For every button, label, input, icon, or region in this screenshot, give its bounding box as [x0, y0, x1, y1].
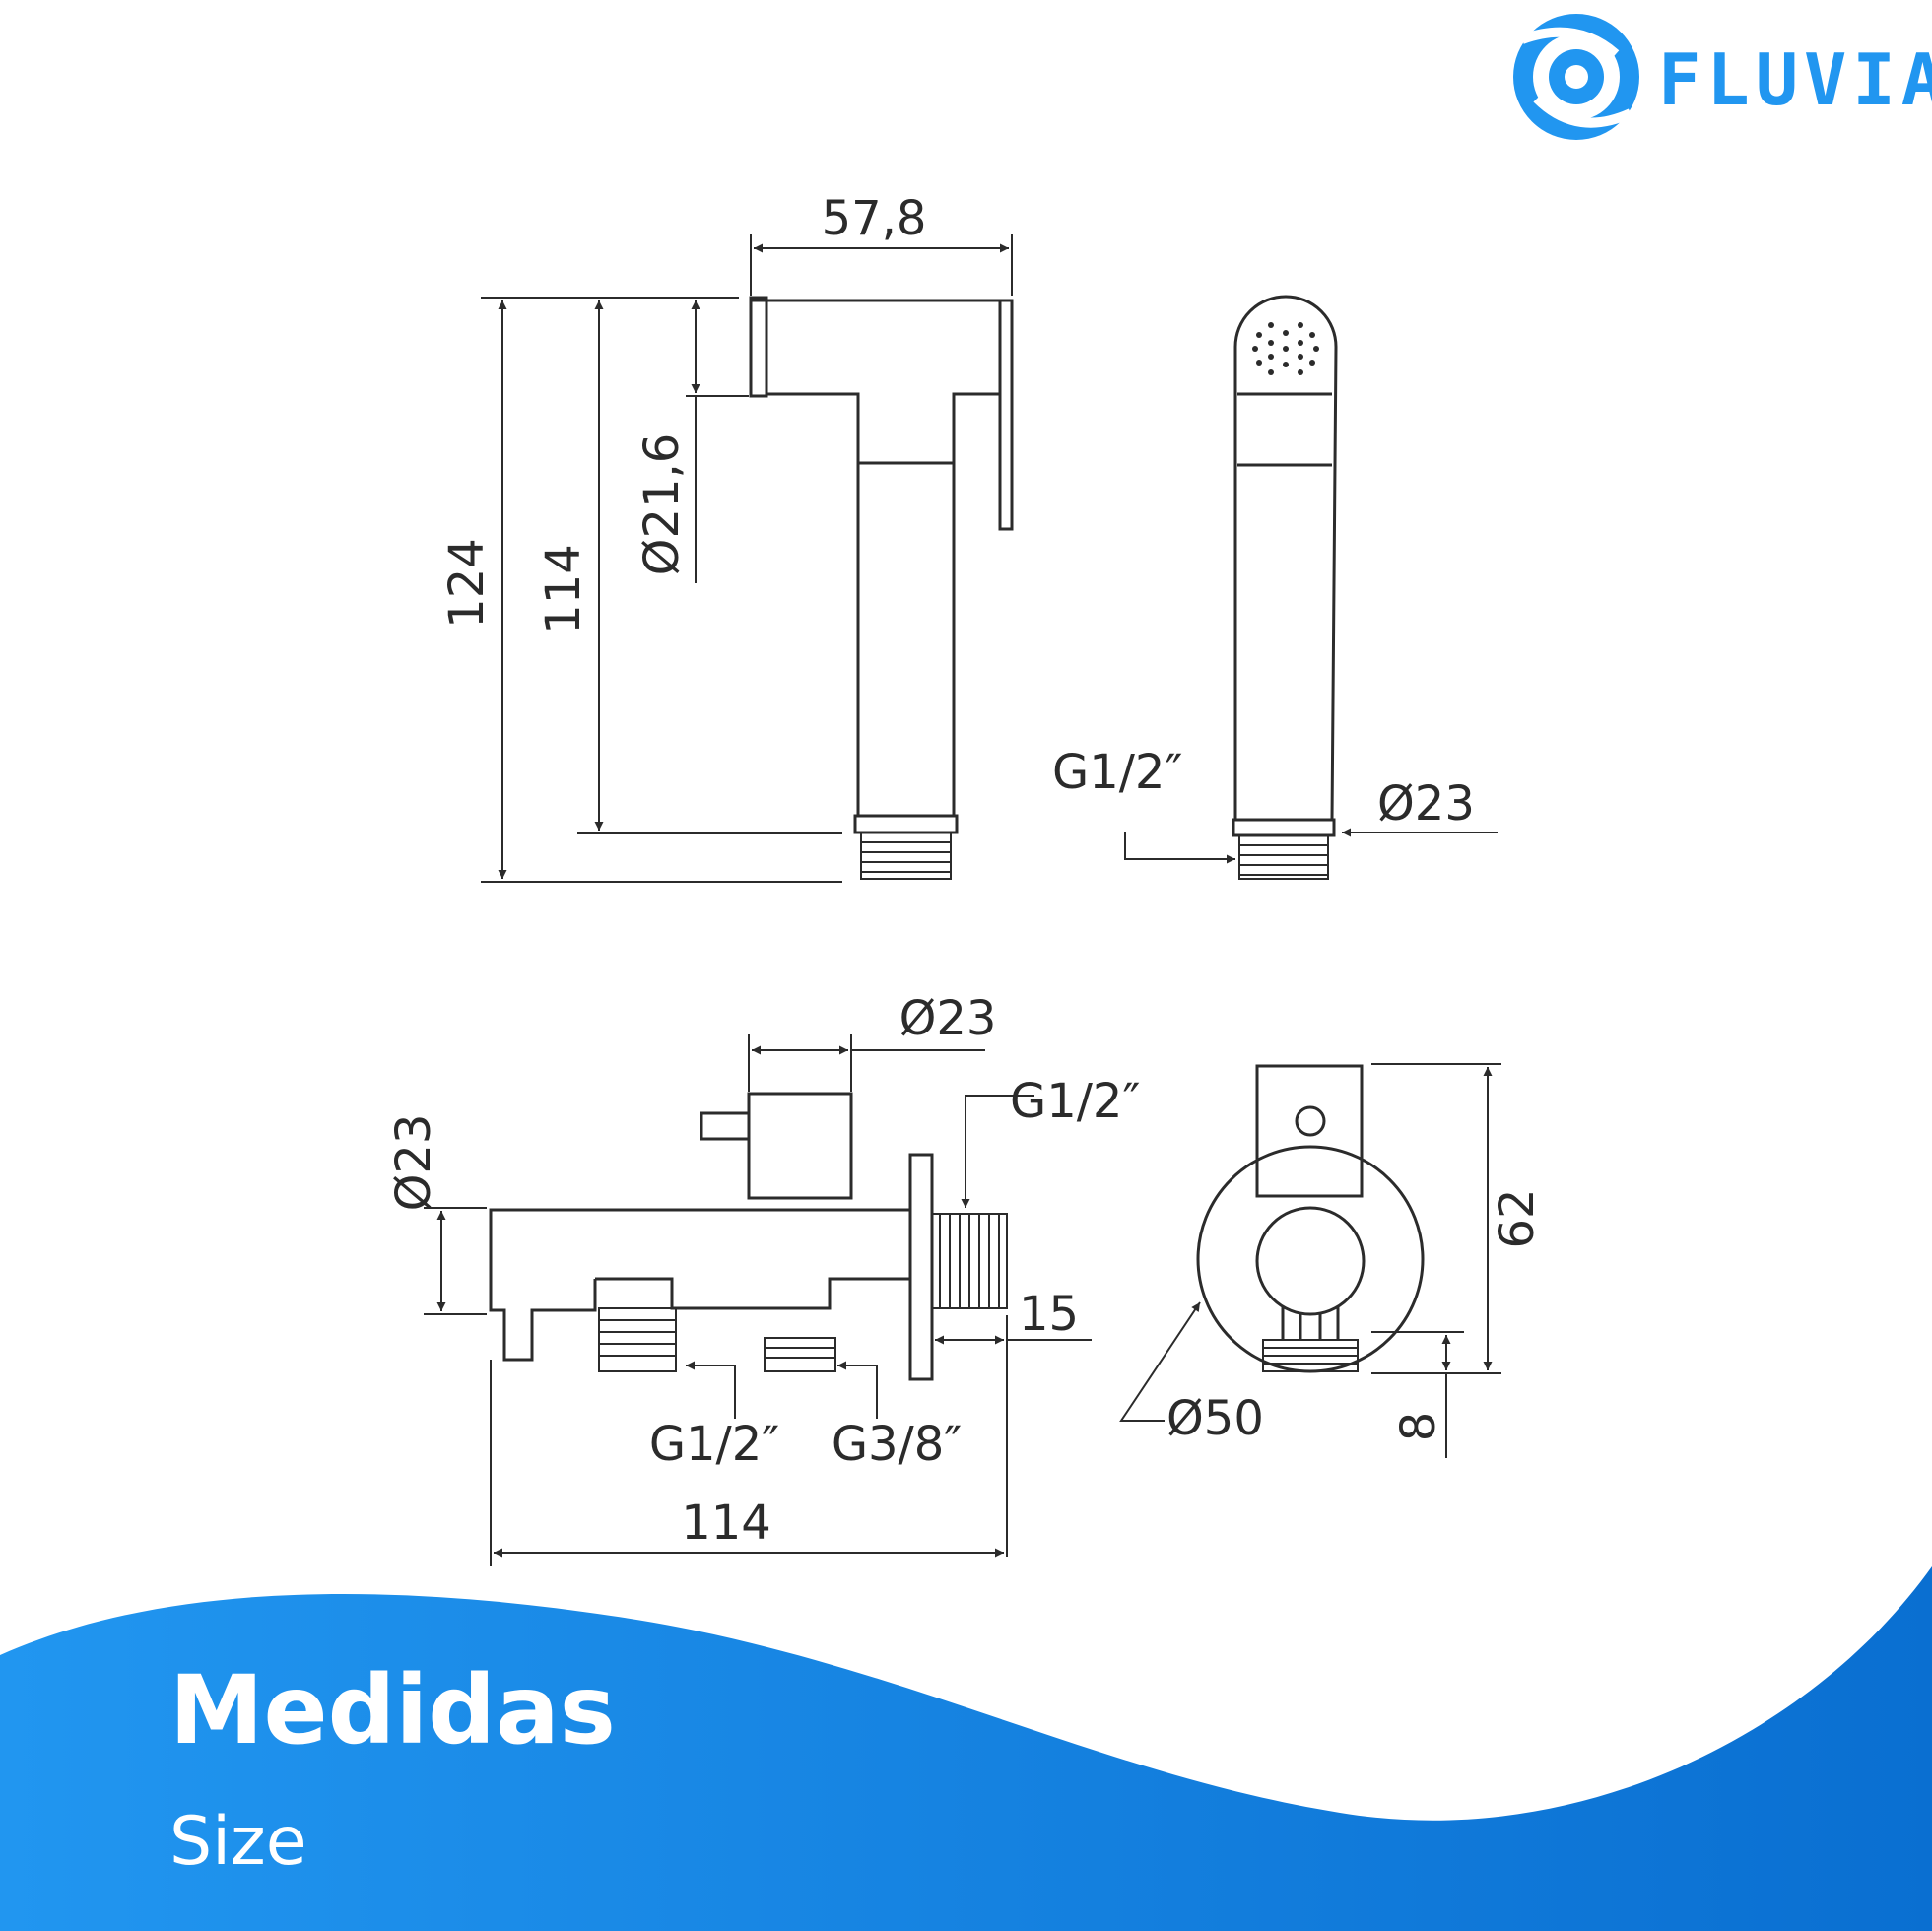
handset-head-diameter-label: Ø21,6 [634, 433, 690, 576]
valve-body-diameter-label: Ø23 [386, 1114, 441, 1212]
footer-subtitle: Size [169, 1803, 307, 1881]
fluvia-swirl-logo-icon [1513, 14, 1639, 140]
footer-title: Medidas [169, 1655, 616, 1765]
handset-diameter-label: Ø23 [1377, 776, 1475, 832]
valve-total-length-label: 114 [681, 1496, 771, 1551]
spray-nozzle-holes [1252, 322, 1319, 375]
valve-thread-height-label: 8 [1391, 1412, 1446, 1442]
handset-total-height-label: 124 [439, 538, 495, 629]
valve-side-view [489, 1092, 1008, 1381]
handset-body-height-label: 114 [536, 544, 591, 634]
brand-name: FLUVIA [1658, 38, 1932, 121]
footer-wave [0, 1566, 1932, 1931]
handset-front-dimensions [1124, 828, 1498, 864]
valve-outlet-thread-1-label: G1/2″ [649, 1417, 779, 1472]
handset-side-dimensions [481, 234, 1013, 883]
valve-inlet-thread-label: G1/2″ [1010, 1074, 1140, 1129]
valve-flange-diameter-label: Ø50 [1166, 1391, 1264, 1446]
valve-side-dimensions [424, 1034, 1092, 1566]
valve-front-view [1196, 1064, 1425, 1373]
valve-outlet-thread-2-label: G3/8″ [832, 1417, 962, 1472]
valve-thread-length-label: 15 [1019, 1287, 1079, 1342]
handset-front-view [1232, 295, 1338, 880]
valve-knob-diameter-label: Ø23 [899, 991, 997, 1046]
handset-thread-label: G1/2″ [1052, 745, 1182, 800]
handset-width-label: 57,8 [822, 191, 927, 246]
valve-front-dimensions [1119, 1063, 1501, 1458]
valve-height-label: 62 [1490, 1188, 1545, 1248]
handset-side-view [749, 296, 1014, 880]
